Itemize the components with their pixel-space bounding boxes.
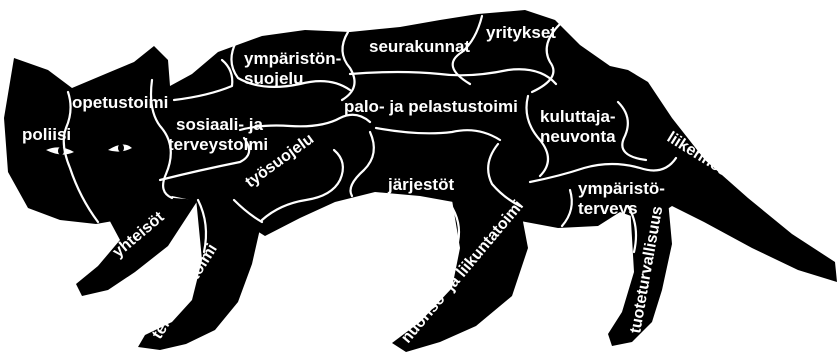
label-seurakunnat: seurakunnat [369, 37, 470, 56]
label-ymparistoterveys-line2: terveys [578, 199, 638, 218]
label-sosiaali-line2: terveystoimi [168, 135, 268, 154]
label-sosiaali-line1: sosiaali- ja [176, 115, 263, 134]
label-poliisi: poliisi [22, 125, 71, 144]
label-kuluttajaneuvonta-line2: neuvonta [540, 127, 616, 146]
label-jarjestot: järjestöt [387, 175, 454, 194]
label-ymparistonsuojelu-line2: suojelu [244, 69, 304, 88]
label-kuluttajaneuvonta-line1: kuluttaja- [540, 107, 616, 126]
label-ymparistoterveys-line1: ympäristö- [578, 179, 665, 198]
left-pupil-icon [58, 147, 64, 155]
label-opetustoimi: opetustoimi [72, 93, 168, 112]
label-yritykset: yritykset [486, 23, 556, 42]
label-ymparistonsuojelu-line1: ympäristön- [244, 49, 341, 68]
label-palo: palo- ja pelastustoimi [344, 97, 518, 116]
right-pupil-icon [118, 144, 124, 152]
